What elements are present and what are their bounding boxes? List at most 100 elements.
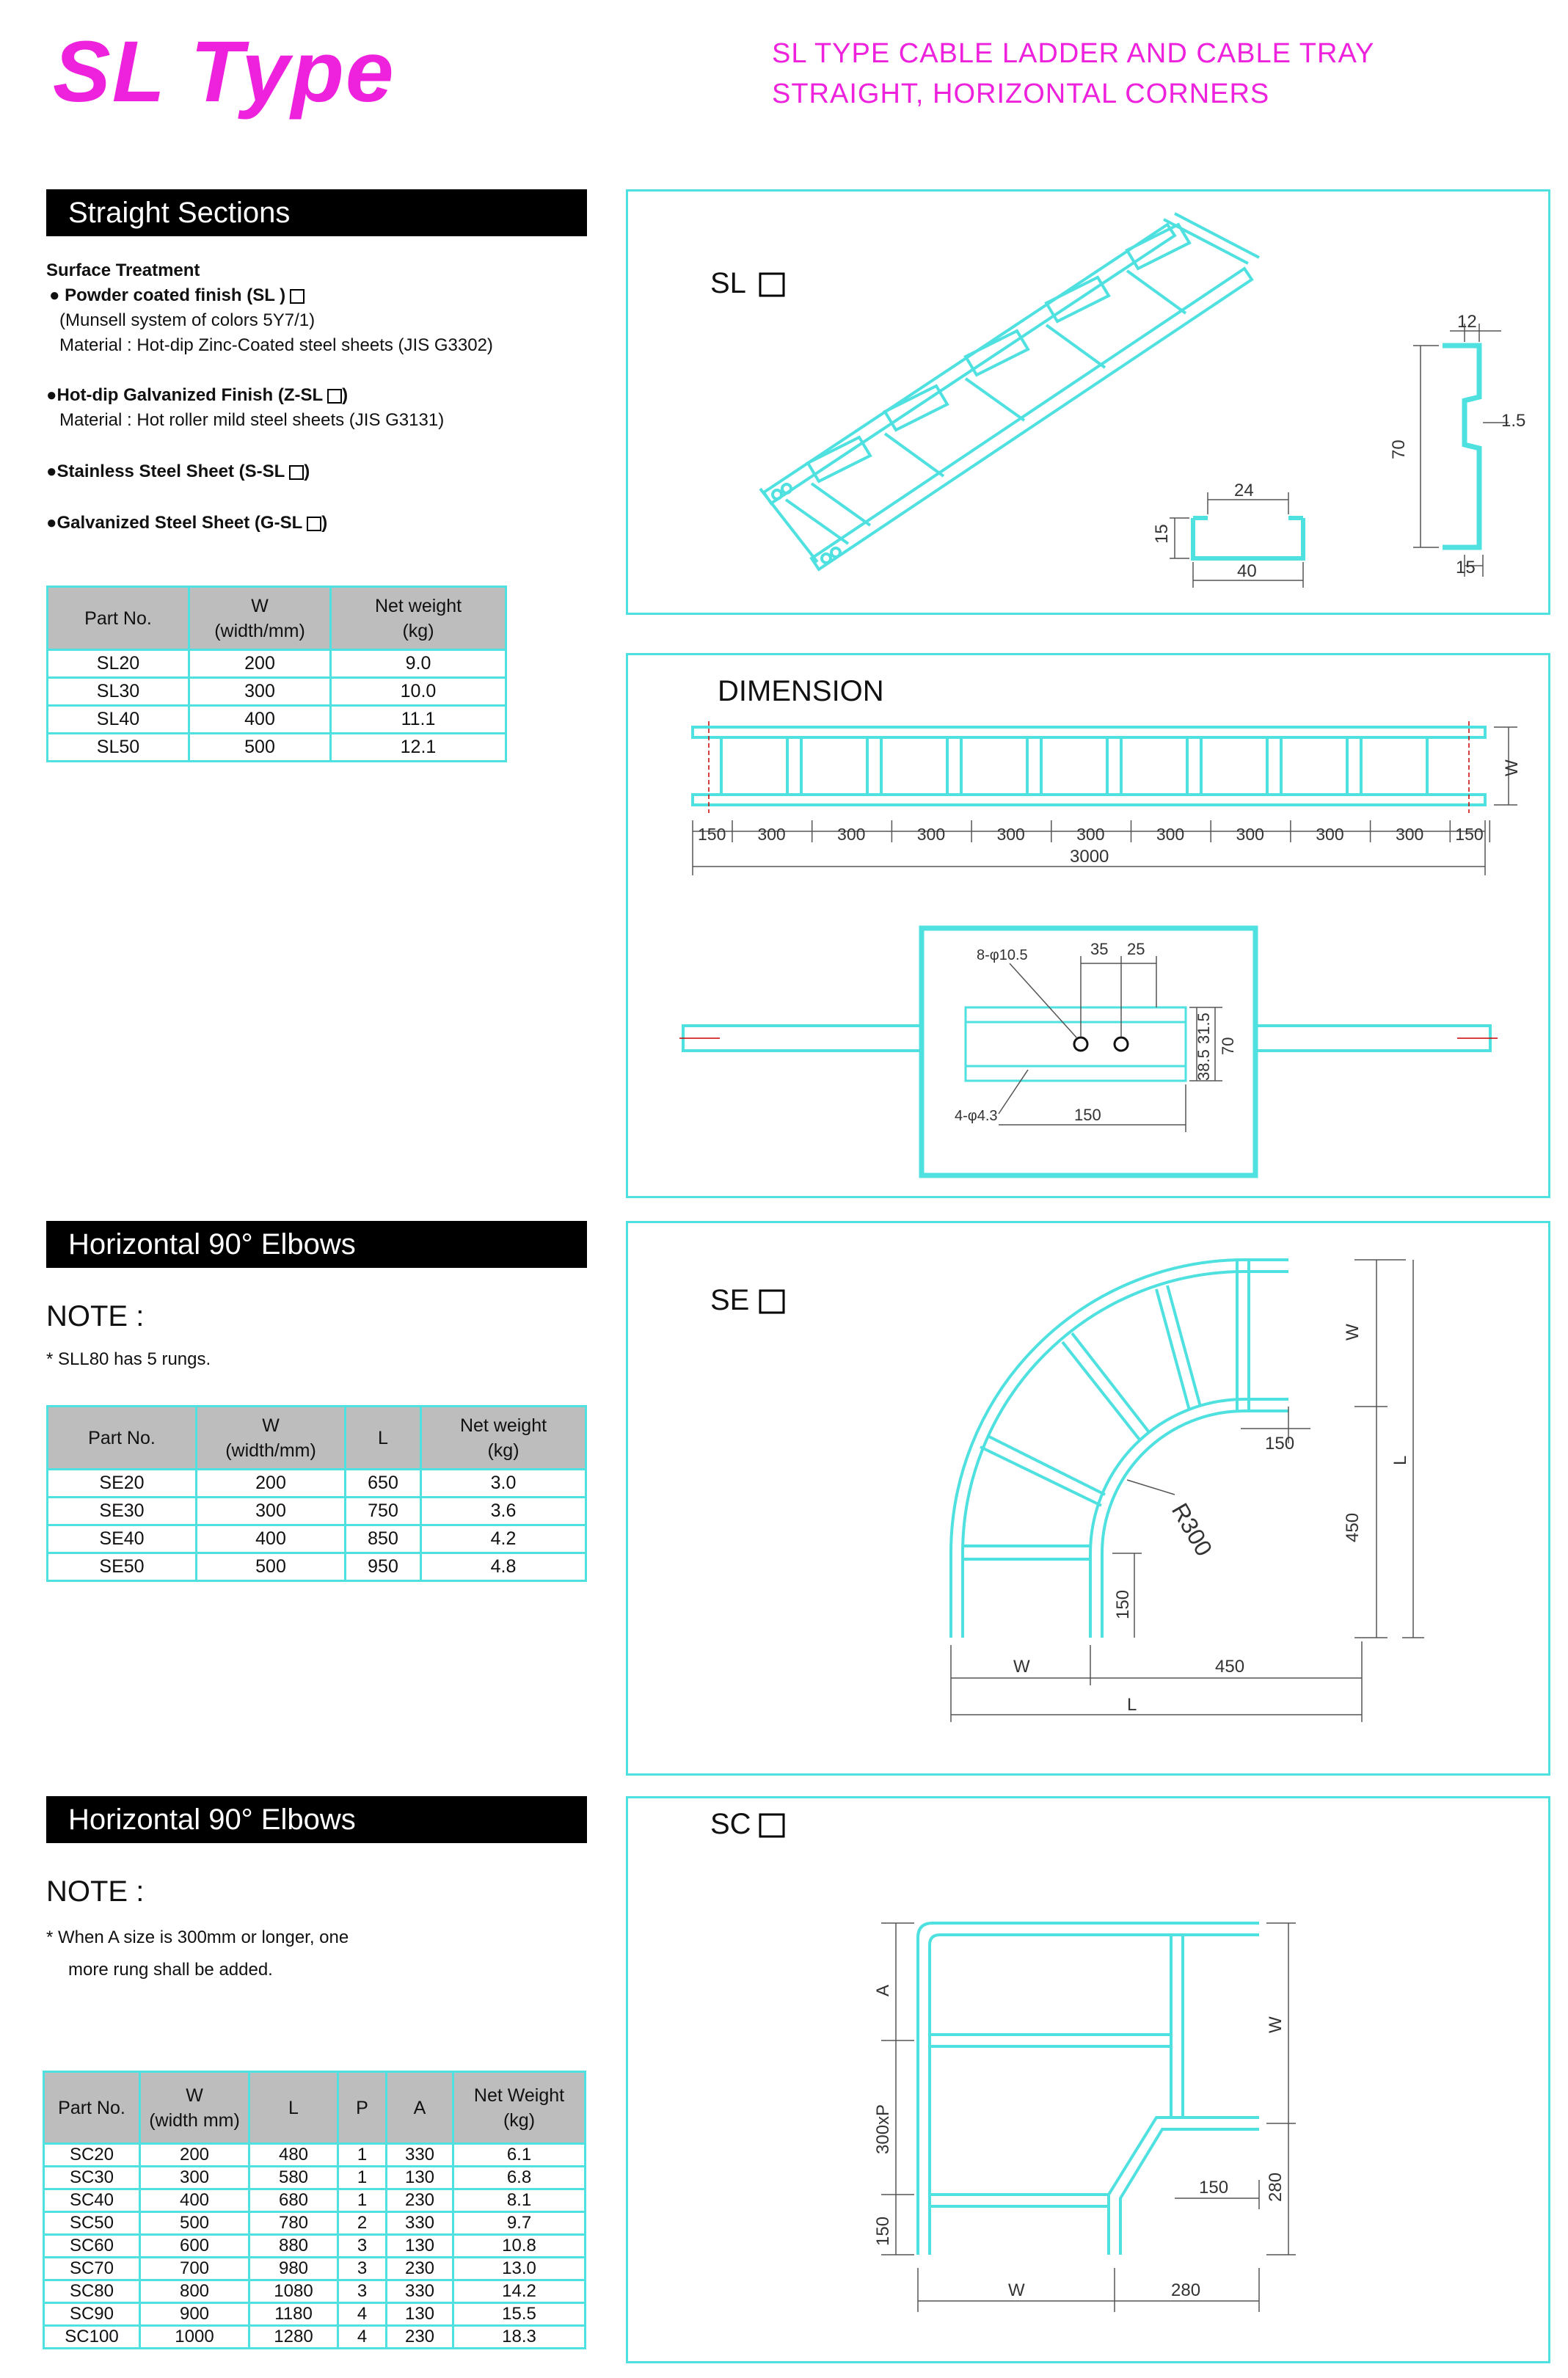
section-heading-text: Horizontal 90° Elbows — [68, 1228, 356, 1261]
col-net-weight: Net weight(kg) — [329, 586, 507, 651]
table-cell: 400 — [195, 1524, 346, 1554]
holes-8-label: 8-φ10.5 — [977, 947, 1028, 963]
se-r300: R300 — [1167, 1499, 1217, 1561]
powder-coated: ● Powder coated finish (SL ) — [46, 283, 589, 308]
table-cell: 200 — [195, 1468, 346, 1498]
table-cell: 580 — [248, 2165, 339, 2190]
galv-close: ) — [321, 513, 328, 533]
table-cell: SC50 — [43, 2211, 141, 2236]
section-heading-text: Horizontal 90° Elbows — [68, 1803, 356, 1836]
col-width: W(width/mm) — [188, 586, 332, 651]
table-cell: 300 — [195, 1496, 346, 1526]
sc-dim-300xp: 300xP — [873, 2104, 893, 2154]
table-cell: 500 — [188, 732, 332, 762]
sc-spec-table: Part No. W(width mm) L P A Net Weight(kg… — [43, 2071, 586, 2349]
sc-dim-w-bottom: W — [1008, 2280, 1025, 2300]
sc-dim-280-bottom: 280 — [1171, 2280, 1200, 2300]
table-cell: 750 — [344, 1496, 422, 1526]
table-cell: 230 — [385, 2188, 454, 2213]
dim-w: W — [1502, 759, 1522, 776]
col-part-no: Part No. — [46, 586, 190, 651]
table-cell: SL50 — [46, 732, 190, 762]
dim-35: 35 — [1090, 940, 1108, 958]
galvanized-steel: ●Galvanized Steel Sheet (G-SL) — [46, 511, 589, 536]
table-cell: 950 — [344, 1552, 422, 1582]
stainless-close: ) — [304, 462, 310, 481]
checkbox-icon — [759, 1289, 785, 1314]
col-width-line1: W — [186, 2085, 203, 2106]
sl-diagram-box: SL — [626, 189, 1550, 615]
table-cell: 13.0 — [452, 2256, 586, 2281]
checkbox-icon — [759, 1813, 785, 1838]
sc-dim-150-left: 150 — [873, 2217, 893, 2246]
checkbox-icon — [327, 388, 343, 404]
table-cell: 130 — [385, 2302, 454, 2327]
se-dim-l-bottom: L — [1127, 1695, 1137, 1715]
col-width-line1: W — [262, 1415, 280, 1436]
table-cell: SL30 — [46, 676, 190, 707]
table-cell: 8.1 — [452, 2188, 586, 2213]
stainless-steel: ●Stainless Steel Sheet (S-SL) — [46, 459, 589, 484]
dim-25: 25 — [1127, 940, 1145, 958]
sc-diagram: SC A 300xP 150 W 280 150 — [710, 1808, 1296, 2312]
col-part-no: Part No. — [46, 1405, 197, 1470]
dim-38-5: 38.5 — [1195, 1049, 1213, 1081]
se-diagram: SE — [710, 1258, 1424, 1722]
elbow-icon — [949, 1258, 1288, 1638]
table-cell: 850 — [344, 1524, 422, 1554]
section-heading-text: Straight Sections — [68, 197, 291, 229]
se-dim-150-left: 150 — [1113, 1590, 1133, 1619]
table-cell: SL40 — [46, 704, 190, 734]
table-cell: 4 — [337, 2302, 387, 2327]
dim-total: 3000 — [1070, 847, 1109, 867]
se-dim-w-bottom: W — [1013, 1657, 1030, 1677]
sl-diagram: SL — [710, 212, 1525, 588]
se-diagram-box: SE — [626, 1221, 1550, 1776]
col-width: W(width mm) — [139, 2071, 250, 2145]
col-net-weight: Net Weight(kg) — [452, 2071, 586, 2145]
c-channel-section: 24 15 40 — [1152, 481, 1305, 588]
table-cell: SC30 — [43, 2165, 141, 2190]
col-weight-line1: Net weight — [459, 1415, 547, 1436]
table-cell: SL20 — [46, 649, 190, 679]
table-cell: 600 — [139, 2233, 250, 2258]
subtitle-line-2: STRAIGHT, HORIZONTAL CORNERS — [772, 79, 1270, 109]
col-weight-line2: (kg) — [503, 2109, 536, 2131]
table-cell: 4 — [337, 2324, 387, 2349]
munsell-text: (Munsell system of colors 5Y7/1) — [59, 310, 316, 330]
table-cell: 4.2 — [420, 1524, 587, 1554]
se-dim-450-right: 450 — [1343, 1513, 1363, 1542]
surface-title: Surface Treatment — [46, 260, 200, 280]
dim-70-detail: 70 — [1219, 1037, 1237, 1055]
col-l: L — [248, 2071, 339, 2145]
dim-segment-label: 300 — [1076, 825, 1104, 844]
table-cell: 500 — [139, 2211, 250, 2236]
table-cell: SE30 — [46, 1496, 197, 1526]
col-weight-line2: (kg) — [487, 1440, 519, 1461]
col-width: W(width/mm) — [195, 1405, 346, 1470]
sc-dim-280-right: 280 — [1266, 2173, 1286, 2202]
table-cell: 680 — [248, 2188, 339, 2213]
table-cell: SC40 — [43, 2188, 141, 2213]
col-net-weight: Net weight (kg) — [420, 1405, 587, 1470]
dim-segment-label: 300 — [1316, 825, 1343, 844]
table-cell: 800 — [139, 2279, 250, 2304]
table-cell: 900 — [139, 2302, 250, 2327]
rail-detail — [964, 1006, 1187, 1082]
sc-note-line-2: more rung shall be added. — [68, 1960, 273, 1980]
sc-dim-150-mid: 150 — [1199, 2178, 1228, 2198]
table-cell: 11.1 — [329, 704, 507, 734]
ladder-icon — [759, 212, 1260, 572]
